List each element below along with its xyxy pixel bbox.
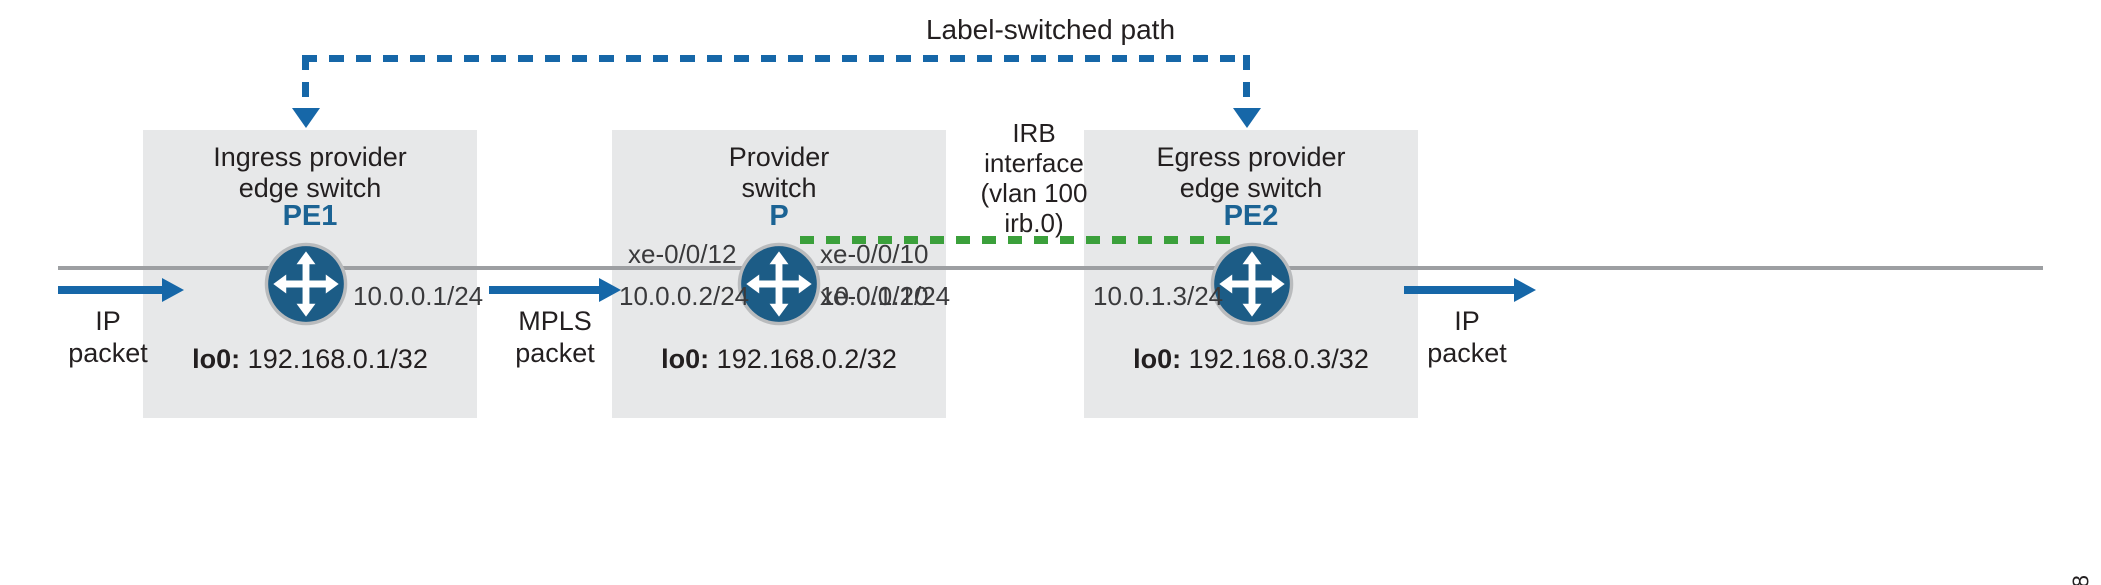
packet-arrow-mpls xyxy=(489,278,621,302)
network-backbone-line xyxy=(58,266,2043,270)
packet-label-ip-in: IP packet xyxy=(68,306,148,368)
device-name-pe1: PE1 xyxy=(282,200,338,232)
loopback-pe2: lo0: 192.168.0.3/32 xyxy=(1096,344,1406,375)
lsp-arrowhead-left xyxy=(292,108,320,128)
interface-ip-pe2-left: 10.0.1.3/24 xyxy=(1093,281,1224,311)
lsp-horizontal-segment xyxy=(302,55,1250,62)
loopback-value-pe1: 192.168.0.1/32 xyxy=(247,344,428,374)
interface-ip-p-right: 10.0.1.2/24 xyxy=(820,281,951,311)
router-icon xyxy=(263,241,349,327)
packet-label-mpls: MPLS packet xyxy=(515,306,595,368)
loopback-label-pe2: lo0: xyxy=(1133,344,1182,374)
interface-name-p-left: xe-0/0/12 xyxy=(628,239,737,269)
figure-id-watermark: g043528 xyxy=(2068,575,2095,585)
loopback-pe1: lo0: 192.168.0.1/32 xyxy=(155,344,465,375)
lsp-right-vertical-segment xyxy=(1243,55,1250,117)
interface-ip-p-left: 10.0.0.2/24 xyxy=(619,281,750,311)
device-title-pe2: Egress provider edge switch xyxy=(1156,142,1346,203)
lsp-caption: Label-switched path xyxy=(925,14,1176,45)
interface-ip-pe1-right: 10.0.0.1/24 xyxy=(353,281,484,311)
loopback-label-p: lo0: xyxy=(661,344,710,374)
irb-caption: IRB interface (vlan 100 irb.0) xyxy=(980,118,1088,238)
device-title-pe1: Ingress provider edge switch xyxy=(213,142,407,203)
router-icon xyxy=(1209,241,1295,327)
packet-arrow-ip-out xyxy=(1404,278,1536,302)
interface-name-p-right-upper: xe-0/0/10 xyxy=(820,239,929,269)
device-title-p: Provider switch xyxy=(728,142,830,203)
loopback-label-pe1: lo0: xyxy=(192,344,241,374)
router-icon xyxy=(736,241,822,327)
device-name-p: P xyxy=(769,200,789,232)
interface-name-p-right: xe-0/0/10 xyxy=(820,281,929,311)
irb-dotted-link xyxy=(800,236,1230,244)
lsp-left-vertical-segment xyxy=(302,55,309,117)
packet-label-ip-out: IP packet xyxy=(1427,306,1507,368)
loopback-value-pe2: 192.168.0.3/32 xyxy=(1188,344,1369,374)
packet-arrow-ip-in xyxy=(58,278,184,302)
loopback-value-p: 192.168.0.2/32 xyxy=(716,344,897,374)
lsp-arrowhead-right xyxy=(1233,108,1261,128)
device-name-pe2: PE2 xyxy=(1223,200,1279,232)
loopback-p: lo0: 192.168.0.2/32 xyxy=(624,344,934,375)
